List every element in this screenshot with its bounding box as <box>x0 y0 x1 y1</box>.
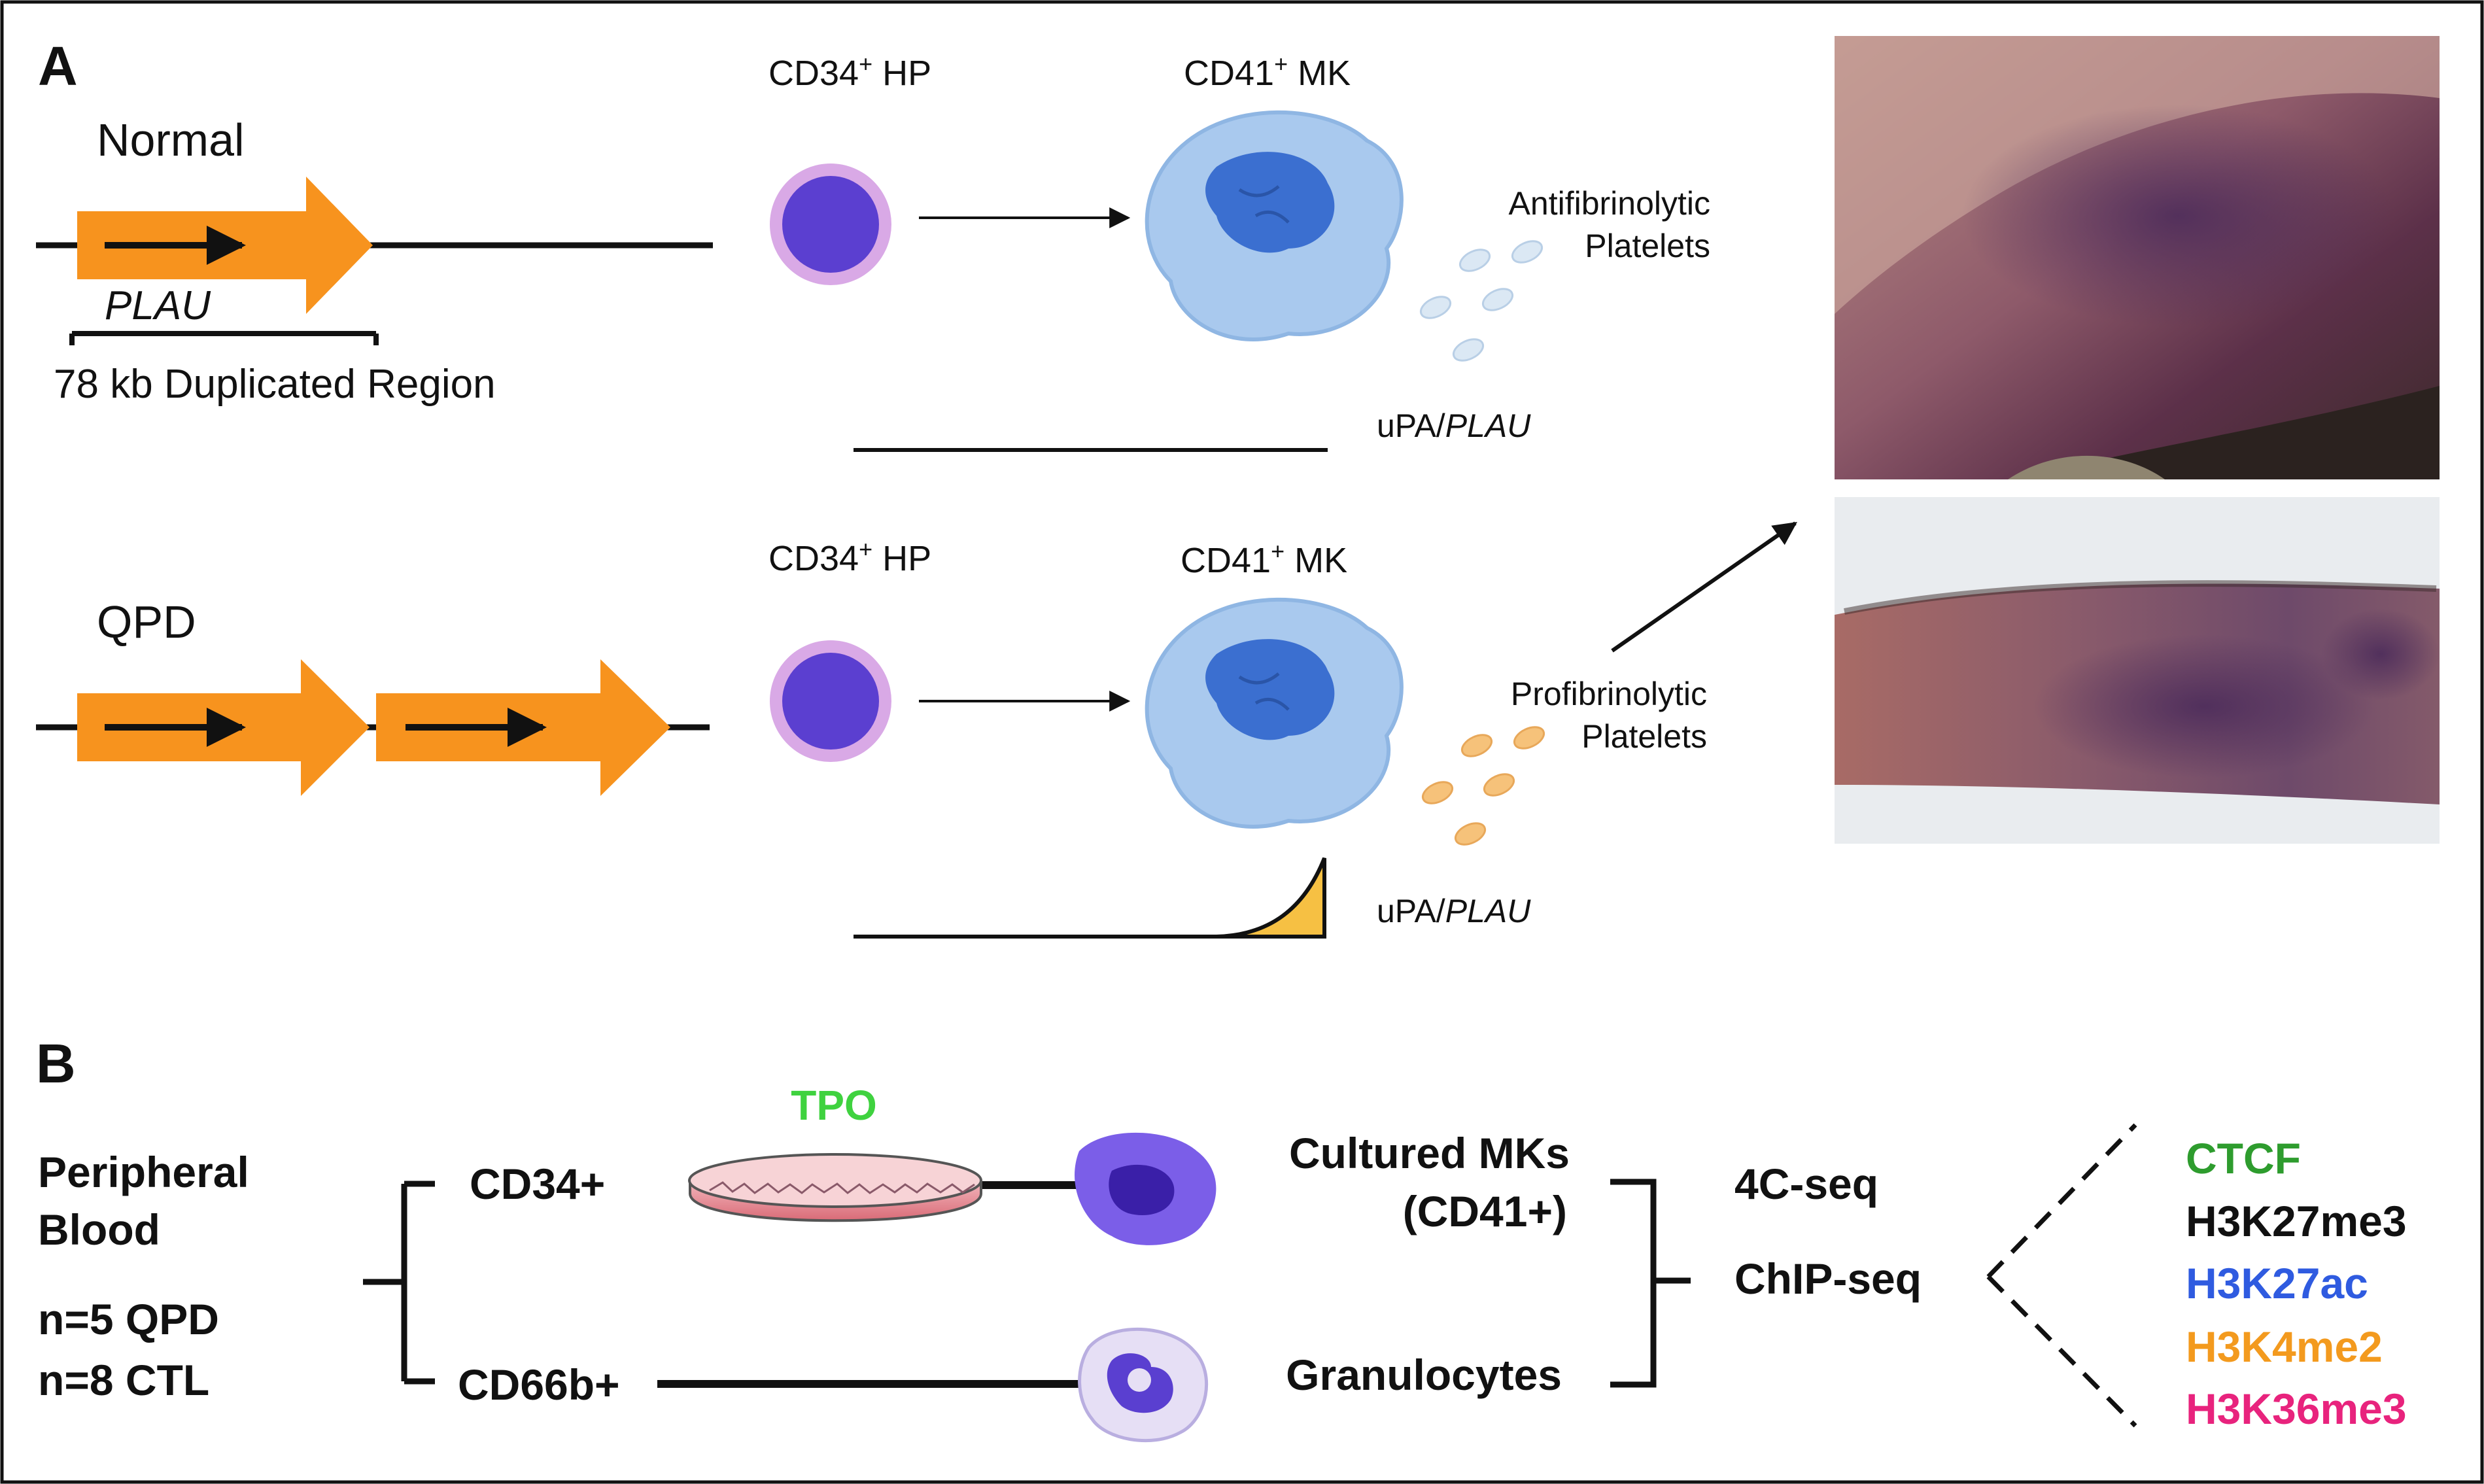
qpd-mk-label: CD41+ MK <box>1181 538 1347 580</box>
cd34-label: CD34+ <box>470 1160 605 1208</box>
mark-h3k4me2: H3K4me2 <box>2186 1322 2383 1371</box>
bruising-photo-upper <box>1835 36 2440 479</box>
mark-h3k27ac: H3K27ac <box>2186 1259 2368 1307</box>
granulocyte-icon <box>1078 1327 1209 1443</box>
chip-marks-dashed-fan <box>1986 1123 2137 1428</box>
normal-hp-nucleus <box>782 176 879 273</box>
qpd-hp-nucleus <box>782 653 879 750</box>
peripheral-blood-line2: Blood <box>38 1205 160 1254</box>
peripheral-blood-line1: Peripheral <box>38 1148 249 1196</box>
cd66b-label: CD66b+ <box>458 1360 620 1409</box>
qpd-platelets-line1: Profibrinolytic <box>1511 676 1707 712</box>
granulocytes-label: Granulocytes <box>1286 1351 1562 1399</box>
qpd-platelets-line2: Platelets <box>1581 718 1707 755</box>
duplicated-region-bracket <box>69 331 379 345</box>
mark-ctcf: CTCF <box>2186 1134 2301 1182</box>
normal-row: Normal PLAU 78 kb Duplicated Region CD34… <box>36 50 1710 452</box>
cultured-mks-line1: Cultured MKs <box>1289 1129 1570 1177</box>
normal-title: Normal <box>97 114 245 165</box>
qpd-expression-fill <box>1216 858 1324 937</box>
normal-mk-label: CD41+ MK <box>1184 50 1351 93</box>
histone-marks-list: CTCF H3K27me3 H3K27ac H3K4me2 H3K36me3 <box>2186 1134 2407 1433</box>
qpd-row: QPD CD34+ HP CD41+ MK Profibrinolytic Pl… <box>36 521 1797 939</box>
normal-hp-label: CD34+ HP <box>768 50 931 93</box>
n-qpd-label: n=5 QPD <box>38 1295 219 1343</box>
qpd-hp-label: CD34+ HP <box>768 536 931 578</box>
panel-b-label: B <box>36 1033 76 1094</box>
bruising-photo-lower <box>1835 497 2440 844</box>
normal-platelets <box>1419 240 1544 362</box>
normal-platelets-line2: Platelets <box>1585 228 1710 264</box>
tpo-label: TPO <box>791 1082 877 1129</box>
mark-h3k36me3: H3K36me3 <box>2186 1385 2407 1433</box>
panel-a: A Normal PLAU 78 kb Duplicated Region CD… <box>36 35 2440 939</box>
qpd-megakaryocyte <box>1145 597 1404 829</box>
4c-seq-label: 4C-seq <box>1734 1160 1878 1208</box>
normal-megakaryocyte <box>1145 110 1404 341</box>
chip-seq-label: ChIP-seq <box>1734 1254 1922 1303</box>
duplicated-region-label: 78 kb Duplicated Region <box>54 362 496 407</box>
n-ctl-label: n=8 CTL <box>38 1356 209 1404</box>
panel-a-label: A <box>38 35 78 97</box>
cultured-mks-line2: (CD41+) <box>1403 1187 1567 1235</box>
qpd-to-photo-arrow <box>1611 521 1797 653</box>
mark-h3k27me3: H3K27me3 <box>2186 1197 2407 1245</box>
qpd-title: QPD <box>97 596 196 647</box>
qpd-expression-label: uPA/PLAU <box>1377 893 1531 929</box>
normal-platelets-line1: Antifibrinolytic <box>1509 185 1710 222</box>
normal-expression-label: uPA/PLAU <box>1377 407 1531 444</box>
qpd-platelets <box>1421 726 1545 846</box>
cultured-mk-icon <box>1075 1132 1216 1245</box>
culture-dish-icon: TPO <box>688 1082 982 1222</box>
panel-b: B Peripheral Blood n=5 QPD n=8 CTL CD34+… <box>36 1033 2407 1443</box>
merge-bracket <box>1610 1179 1691 1388</box>
qpd-expression-curve <box>854 857 1326 939</box>
plau-gene-label: PLAU <box>105 283 211 328</box>
split-bracket <box>363 1181 435 1385</box>
